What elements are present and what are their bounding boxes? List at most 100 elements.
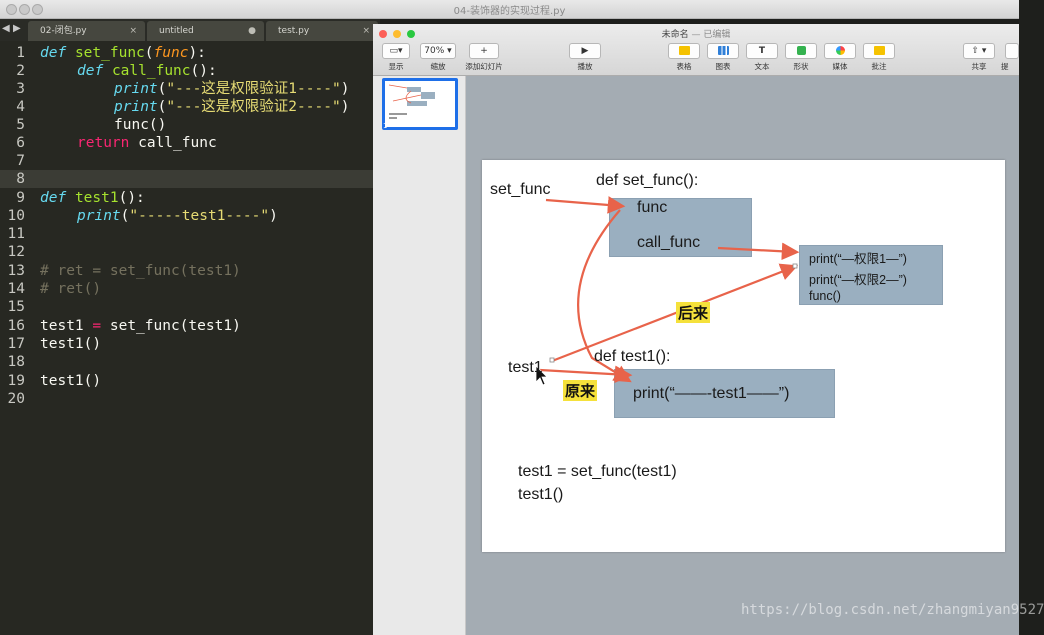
play-button[interactable]: ▶ (569, 43, 601, 59)
code-text: call_func (129, 135, 217, 151)
selection-handle[interactable] (792, 263, 798, 269)
tab-back-icon[interactable]: ◀ (2, 23, 10, 34)
call-statement[interactable]: test1() (518, 486, 564, 503)
print-test1-label[interactable]: print(“——-test1——”) (633, 385, 790, 402)
minimize-window-button[interactable] (393, 30, 401, 38)
code-text: test1() (40, 373, 102, 389)
close-icon[interactable]: × (362, 26, 370, 36)
function-name: call_func (111, 63, 191, 79)
view-button[interactable]: ▭▾ (382, 43, 410, 59)
code-line: 14# ret() (0, 280, 373, 298)
punct: ) (340, 81, 350, 97)
minimize-window-button[interactable] (19, 4, 30, 15)
slide-thumbnail-preview (388, 84, 435, 119)
code-line-current: 8 (0, 170, 373, 188)
thumb-arrows (388, 84, 422, 104)
close-window-button[interactable] (379, 30, 387, 38)
parameter: func (153, 45, 189, 61)
slide-arrows (535, 196, 800, 386)
slide-navigator: 1 (373, 76, 466, 635)
shape-icon (796, 46, 806, 55)
punct: ( (120, 208, 130, 224)
tab-untitled[interactable]: untitled ● (147, 21, 264, 41)
add-slide-label: 添加幻灯片 (465, 62, 503, 71)
code-line: 18 (0, 353, 373, 371)
set-func-box[interactable] (609, 198, 752, 257)
test1-body-box[interactable] (614, 369, 835, 418)
punct: (): (190, 63, 217, 79)
text-icon: T (758, 46, 766, 56)
code-text: test1() (40, 336, 102, 352)
media-button[interactable] (824, 43, 856, 59)
def-test1-label[interactable]: def test1(): (594, 348, 671, 365)
table-button[interactable] (668, 43, 700, 59)
shape-label: 形状 (793, 62, 809, 71)
line-number: 16 (7, 318, 25, 334)
slide-canvas[interactable]: set_func def set_func(): func call_func … (466, 76, 1044, 635)
line-number: 6 (16, 135, 25, 151)
set-func-label[interactable]: set_func (490, 181, 551, 198)
line-number: 3 (16, 81, 25, 97)
keyword: return (77, 135, 130, 151)
tips-label: 提 (1001, 62, 1009, 71)
code-line: 13# ret = set_func(test1) (0, 262, 373, 280)
slide[interactable]: set_func def set_func(): func call_func … (482, 160, 1005, 552)
line-number: 8 (16, 171, 25, 187)
close-icon[interactable]: × (129, 26, 137, 36)
line-number: 4 (16, 99, 25, 115)
def-set-func-label[interactable]: def set_func(): (596, 172, 699, 189)
table-icon (678, 46, 690, 55)
tips-button[interactable] (1005, 43, 1019, 59)
unsaved-dot-icon[interactable]: ● (248, 26, 256, 36)
flower-icon (835, 46, 845, 55)
view-label: 显示 (388, 62, 404, 71)
zoom-select[interactable]: 70% ▾ (420, 43, 456, 59)
line-number: 19 (7, 373, 25, 389)
line-number: 5 (16, 117, 25, 133)
punct: ) (340, 99, 350, 115)
func-label[interactable]: func (637, 199, 668, 216)
zoom-window-button[interactable] (32, 4, 43, 15)
line-number: 10 (7, 208, 25, 224)
keyword: def (40, 190, 67, 206)
print-auth1-label[interactable]: print(“—权限1—”) (809, 252, 907, 266)
tab-02-closure[interactable]: 02-闭包.py × (28, 21, 145, 41)
slide-thumbnail[interactable] (382, 78, 458, 130)
tab-forward-icon[interactable]: ▶ (13, 23, 21, 34)
play-label: 播放 (577, 62, 593, 71)
shape-button[interactable] (785, 43, 817, 59)
line-number: 2 (16, 63, 25, 79)
assign-statement[interactable]: test1 = set_func(test1) (518, 463, 677, 480)
thumb-box (407, 101, 427, 106)
print-auth2-label[interactable]: print(“—权限2—”) (809, 273, 907, 287)
share-button[interactable]: ⇧ ▾ (963, 43, 995, 59)
arrow-call-func-to-body (717, 242, 800, 261)
call-func-body-box[interactable] (799, 245, 943, 305)
builtin: print (114, 99, 158, 115)
watermark: https://blog.csdn.net/zhangmiyan9527 (741, 602, 1044, 618)
selection-handle[interactable] (549, 357, 555, 363)
call-func-label[interactable]: call_func (637, 234, 701, 251)
before-badge[interactable]: 原来 (563, 380, 598, 401)
line-number: 18 (7, 354, 25, 370)
function-name: test1 (74, 190, 119, 206)
arrow-set-func-to-func (545, 196, 626, 214)
comment-button[interactable] (863, 43, 895, 59)
tab-test-py[interactable]: test.py × (266, 21, 378, 41)
func-call-label[interactable]: func() (809, 289, 841, 303)
zoom-window-button[interactable] (407, 30, 415, 38)
line-number: 12 (7, 244, 25, 260)
test1-label[interactable]: test1 (508, 359, 543, 376)
line-number: 1 (16, 45, 25, 61)
chart-button[interactable] (707, 43, 739, 59)
after-badge[interactable]: 后来 (676, 302, 711, 323)
close-window-button[interactable] (6, 4, 17, 15)
add-slide-button[interactable]: + (469, 43, 499, 59)
code-line: 19 test1() (0, 372, 373, 390)
text-button[interactable]: T (746, 43, 778, 59)
